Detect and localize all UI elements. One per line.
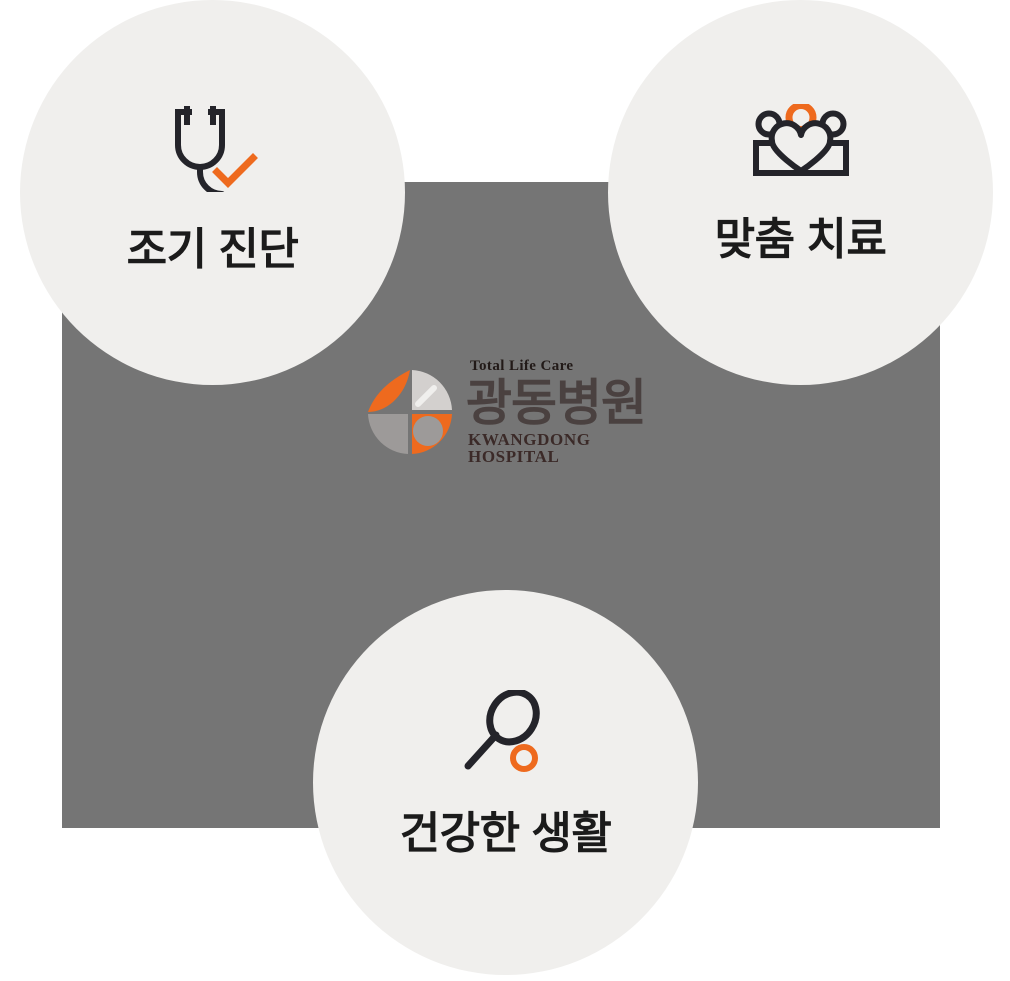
stethoscope-check-icon [165,106,261,197]
feature-circle-early-diagnosis[interactable]: 조기 진단 [20,0,405,385]
tennis-racket-ball-icon [464,688,548,774]
brand-tagline: Total Life Care [470,358,574,374]
feature-label-early-diagnosis: 조기 진단 [126,225,299,274]
family-heart-icon [752,102,850,176]
brand-name-korean: 광동병원 [466,375,647,431]
feature-label-customized-treatment: 맞춤 치료 [714,215,887,264]
feature-circle-healthy-life[interactable]: 건강한 생활 [313,590,698,975]
feature-label-healthy-life: 건강한 생활 [399,809,612,858]
brand-logo: Total Life Care 광동병원 KWANGDONG HOSPITAL [366,358,656,466]
feature-circle-customized-treatment[interactable]: 맞춤 치료 [608,0,993,385]
brand-name-english: KWANGDONG HOSPITAL [468,430,591,466]
kwangdong-quadrant-logo-mark [366,368,454,456]
brand-logo-text: Total Life Care 광동병원 KWANGDONG HOSPITAL [466,358,656,466]
